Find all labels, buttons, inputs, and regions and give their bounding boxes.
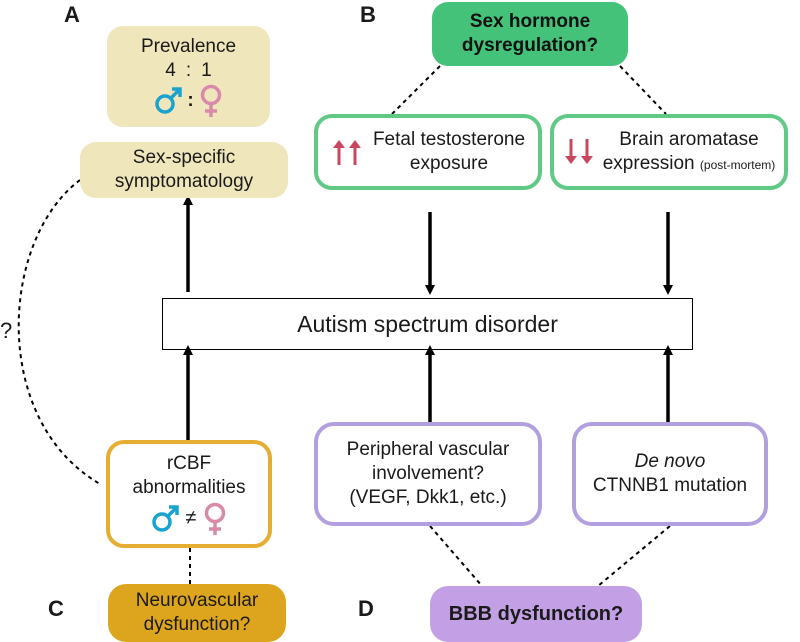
peripheral-vascular-line3: (VEGF, Dkk1, etc.) (349, 486, 507, 508)
rcbf-line1: rCBF (166, 453, 212, 475)
prevalence-ratio-male: 4 (165, 59, 176, 81)
brain-aromatase-line2: expression (602, 153, 695, 174)
peripheral-vascular-box: Peripheral vascular involvement? (VEGF, … (314, 422, 542, 526)
symptomatology-line1: Sex-specific (132, 147, 236, 169)
de-novo-line2: CTNNB1 mutation (592, 475, 748, 496)
neurovascular-line2: dysfunction? (143, 614, 251, 635)
panel-label-c: C (48, 596, 64, 621)
brain-aromatase-note: (post-mortem) (699, 158, 776, 172)
autism-spectrum-disorder-box: Autism spectrum disorder (162, 298, 693, 350)
symptomatology-line2: symptomatology (114, 171, 254, 192)
neurovascular-dysfunction-box: Neurovascular dysfunction? (108, 584, 286, 642)
panel-label-b: B (360, 2, 376, 27)
sex-hormone-line1: Sex hormone (469, 11, 591, 33)
sex-hormone-dysregulation-box: Sex hormone dysregulation? (432, 2, 628, 66)
dotted-denovo-to-bbb (597, 525, 671, 587)
prevalence-box: Prevalence 4 : 1 : (107, 26, 270, 127)
prevalence-ratio-separator: : (185, 59, 192, 81)
brain-aromatase-box: Brain aromatase expression (post-mortem) (550, 114, 788, 190)
bbb-dysfunction-box: BBB dysfunction? (430, 586, 642, 642)
dotted-hormone-to-aromatase (619, 65, 667, 115)
de-novo-ctnnb1-box: De novo CTNNB1 mutation (572, 422, 768, 526)
symptomatology-box: Sex-specific symptomatology (80, 142, 288, 198)
double-up-arrow-icon (332, 140, 361, 165)
fetal-testosterone-box: Fetal testosterone exposure (314, 114, 542, 190)
bbb-dysfunction-label: BBB dysfunction? (448, 602, 624, 625)
dotted-hormone-to-testosterone (391, 65, 441, 115)
sex-hormone-line2: dysregulation? (461, 35, 599, 56)
de-novo-line1: De novo (634, 451, 706, 473)
female-symbol-icon (205, 502, 226, 535)
dotted-vascular-to-bbb (429, 525, 483, 587)
not-equal-sign: ≠ (185, 507, 197, 530)
prevalence-title: Prevalence (140, 35, 237, 57)
prevalence-ratio-female: 1 (201, 59, 212, 81)
male-symbol-icon (155, 87, 183, 114)
dotted-symptom-to-rcbf (17, 179, 101, 485)
fetal-testosterone-line1: Fetal testosterone (372, 129, 526, 151)
unknown-link-question-mark: ? (0, 318, 13, 343)
double-down-arrow-icon (564, 139, 593, 164)
peripheral-vascular-line2: involvement? (372, 463, 484, 485)
autism-spectrum-disorder-label: Autism spectrum disorder (297, 310, 558, 337)
panel-label-a: A (64, 2, 80, 27)
rcbf-line2: abnormalities (132, 477, 246, 498)
panel-label-d: D (358, 596, 374, 621)
female-symbol-icon (200, 85, 221, 118)
fetal-testosterone-line2: exposure (409, 153, 489, 174)
prevalence-symbol-separator: : (187, 90, 194, 112)
peripheral-vascular-line1: Peripheral vascular (346, 439, 510, 461)
male-symbol-icon (151, 505, 179, 532)
brain-aromatase-line1: Brain aromatase (619, 129, 759, 151)
rcbf-abnormalities-box: rCBF abnormalities ≠ (106, 440, 272, 548)
neurovascular-line1: Neurovascular (135, 590, 259, 612)
